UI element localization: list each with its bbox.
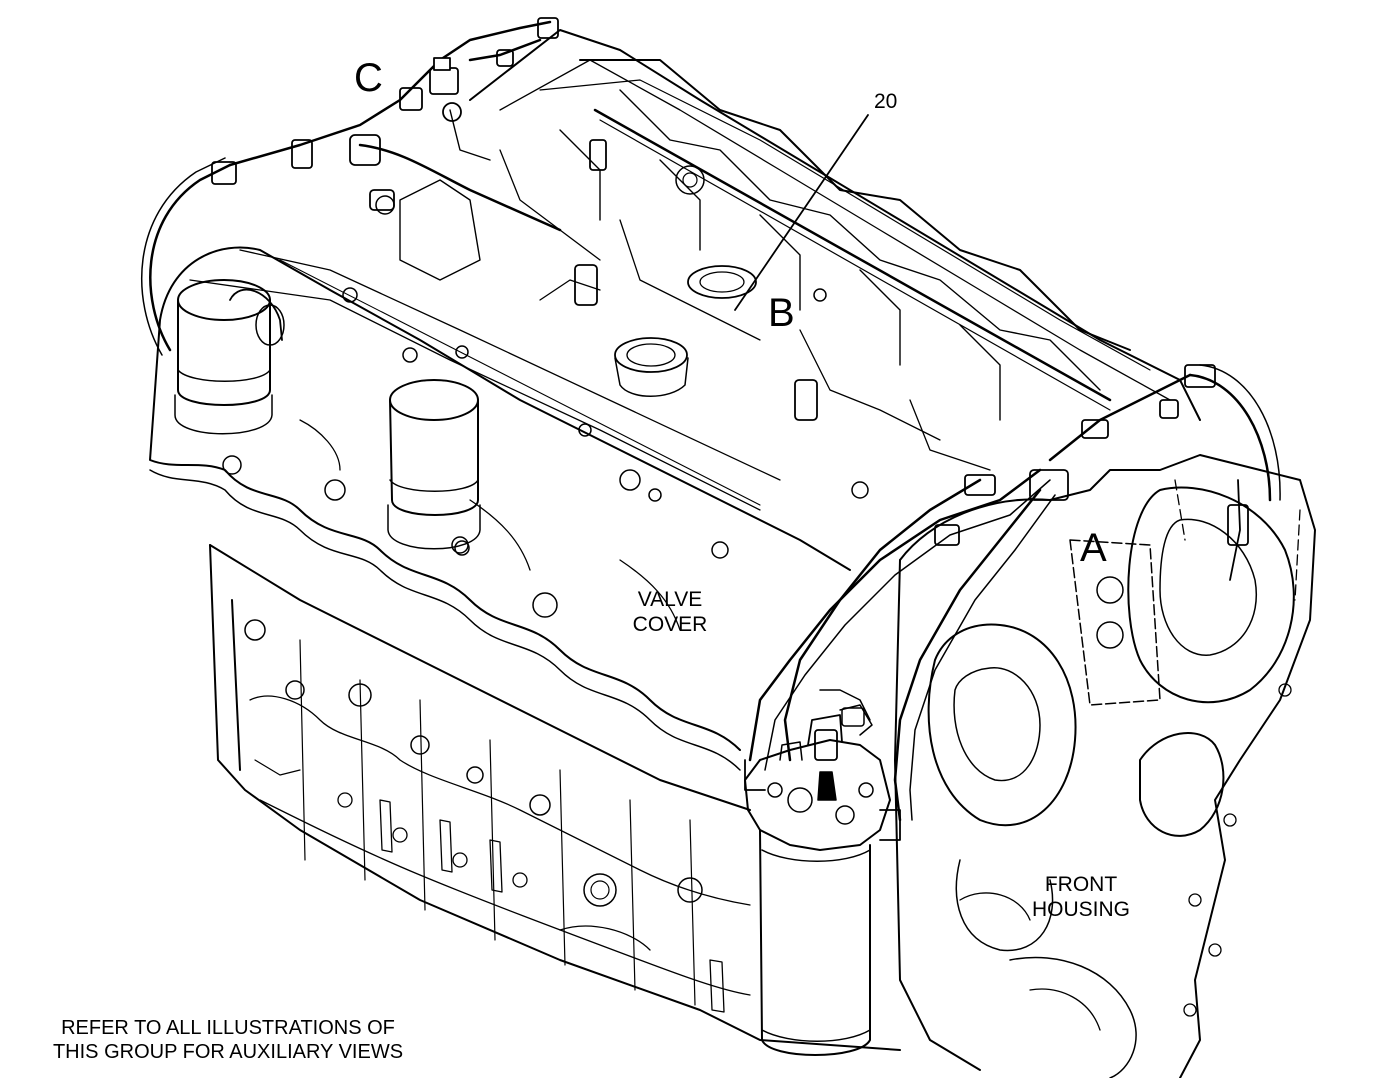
callout-a: A [1080, 526, 1107, 570]
valve-cover-label-line1: VALVE [637, 588, 703, 611]
engine-block [209, 544, 901, 1051]
valve-cover-label: VALVE COVER [618, 588, 722, 637]
callout-c: C [354, 56, 383, 100]
leader-line-20 [734, 114, 869, 311]
breather-canisters [174, 279, 481, 556]
auxiliary-views-note: REFER TO ALL ILLUSTRATIONS OF THIS GROUP… [18, 1016, 438, 1064]
front-housing-label-line2: HOUSING [1031, 897, 1130, 921]
front-housing-label: FRONT HOUSING [1016, 873, 1146, 922]
callout-b: B [768, 291, 795, 335]
left-bank [375, 29, 1201, 499]
part-number-20: 20 [874, 90, 898, 113]
fuel-lines [141, 17, 1281, 822]
valve-cover-label-line2: COVER [632, 612, 708, 636]
valve-cover [149, 246, 851, 771]
fuel-filter [744, 689, 901, 1056]
front-housing-label-line1: FRONT [1044, 873, 1118, 896]
auxiliary-views-note-line2: THIS GROUP FOR AUXILIARY VIEWS [52, 1041, 404, 1063]
auxiliary-views-note-line1: REFER TO ALL ILLUSTRATIONS OF [61, 1017, 395, 1039]
